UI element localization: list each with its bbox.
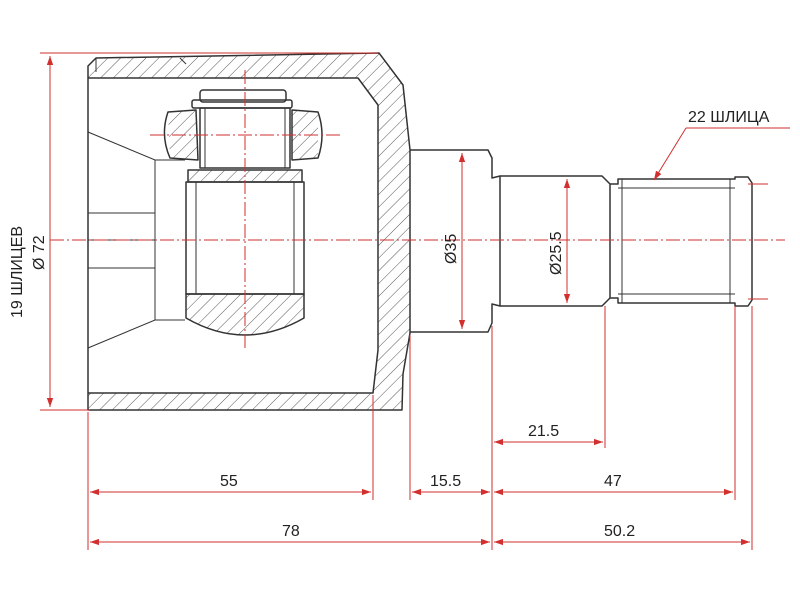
housing-wall-hatch [88,53,410,410]
spline-diameter-label: Ø25.5 [548,231,565,275]
dimension-labels: 19 ШЛИЦЕВ Ø 72 Ø35 Ø25.5 22 ШЛИЦА 21.5 5… [9,109,770,540]
lower-cup [185,293,305,336]
dim-15-5-label: 15.5 [430,473,461,490]
shaft-diameter-label: Ø35 [443,234,460,264]
dim-47-label: 47 [604,473,622,490]
dim-55-label: 55 [220,473,238,490]
dim-50-2-label: 50.2 [604,523,635,540]
dim-21-5-label: 21.5 [528,423,559,440]
housing-section [87,52,411,411]
dimension-lines [40,52,790,550]
housing-cavity [88,77,379,394]
roller-assembly [163,89,323,336]
dim-78-label: 78 [282,523,300,540]
right-roller [291,109,323,161]
stub-neck [410,149,501,333]
outer-splines-label: 19 ШЛИЦЕВ [9,226,26,318]
stub-shaft [410,149,753,333]
left-roller [163,109,199,161]
outer-diameter-label: Ø 72 [31,235,48,270]
center-lines [50,70,785,350]
inner-splines-label: 22 ШЛИЦА [688,109,770,126]
spline-section [610,176,753,307]
housing-outline [87,52,411,411]
stub-body [500,175,611,307]
